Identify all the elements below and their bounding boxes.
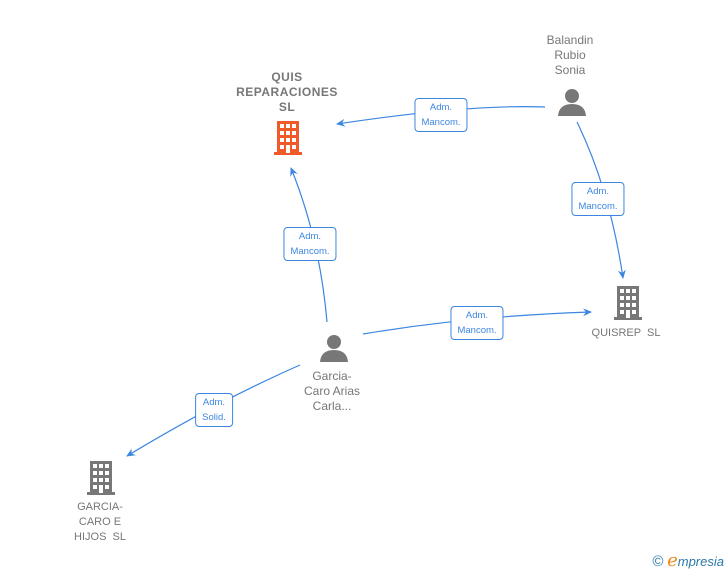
role-line: Adm. xyxy=(202,397,226,408)
label-line: QUISREP SL xyxy=(591,327,661,339)
node-label-garcia-caro-hijos[interactable]: GARCIA- CARO E HIJOS SL xyxy=(74,500,126,545)
empresia-brand: © empresia xyxy=(652,550,724,571)
node-label-balandin[interactable]: Balandin Rubio Sonia xyxy=(547,33,594,78)
role-line: Solid. xyxy=(202,412,226,423)
role-line: Adm. xyxy=(429,102,453,113)
building-icon[interactable] xyxy=(272,121,304,155)
role-line: Mancom. xyxy=(290,246,330,257)
label-line: REPARACIONES xyxy=(236,85,338,99)
label-line: Balandin xyxy=(546,33,594,47)
node-label-quis-reparaciones[interactable]: QUIS REPARACIONES SL xyxy=(236,70,338,115)
label-line: HIJOS SL xyxy=(74,531,126,543)
role-line: Adm. xyxy=(586,186,610,197)
copyright-icon: © xyxy=(652,553,664,570)
edge-label-garcia-quisrep[interactable]: Adm. Mancom. xyxy=(450,306,504,340)
edge-label-garcia-hijos[interactable]: Adm. Solid. xyxy=(195,393,233,427)
brand-initial: e xyxy=(667,550,678,571)
node-label-garcia-caro-arias[interactable]: Garcia- Caro Arias Carla... xyxy=(304,369,360,414)
label-line: Garcia- xyxy=(312,369,352,383)
building-icon[interactable] xyxy=(612,286,644,320)
label-line: Caro Arias xyxy=(303,384,361,398)
person-icon[interactable] xyxy=(557,87,587,117)
role-line: Mancom. xyxy=(421,117,461,128)
label-line: SL xyxy=(278,100,296,114)
label-line: Sonia xyxy=(554,63,586,77)
label-line: CARO E xyxy=(78,516,122,528)
role-line: Mancom. xyxy=(578,201,618,212)
label-line: GARCIA- xyxy=(77,501,123,513)
brand-name: mpresia xyxy=(677,554,724,569)
label-line: Rubio xyxy=(554,48,586,62)
role-line: Adm. xyxy=(465,310,489,321)
node-label-quisrep[interactable]: QUISREP SL xyxy=(592,326,661,341)
edge-label-balandin-quis[interactable]: Adm. Mancom. xyxy=(414,98,468,132)
edge-label-balandin-quisrep[interactable]: Adm. Mancom. xyxy=(571,182,625,216)
building-icon[interactable] xyxy=(85,461,117,495)
edge-label-garcia-quis[interactable]: Adm. Mancom. xyxy=(283,227,337,261)
label-line: QUIS xyxy=(271,70,303,84)
role-line: Mancom. xyxy=(457,325,497,336)
label-line: Carla... xyxy=(312,399,352,413)
role-line: Adm. xyxy=(298,231,322,242)
person-icon[interactable] xyxy=(319,333,349,363)
